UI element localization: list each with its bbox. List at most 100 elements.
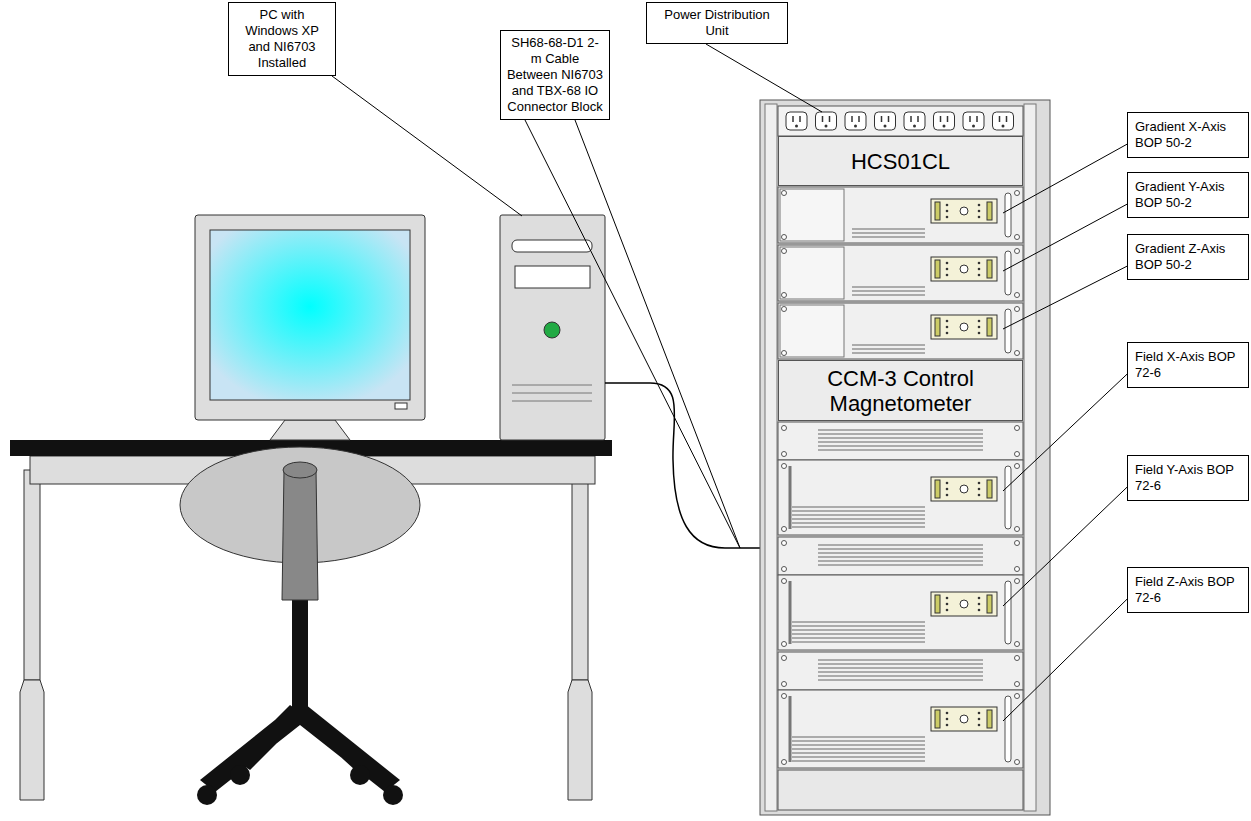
callout-box: Field Z-Axis BOP 72-6 [1127, 567, 1249, 613]
tower-groove [512, 401, 592, 402]
label-text: Gradient X-Axis BOP 50-2 [1135, 119, 1241, 151]
outlet-slot [910, 116, 912, 122]
vent-line [792, 622, 925, 623]
outlet-slot [888, 116, 890, 122]
screw [782, 541, 787, 546]
vent-line [818, 434, 983, 435]
outlet [993, 112, 1014, 130]
knob [960, 485, 968, 493]
label-text: Power Distribution Unit [652, 7, 782, 39]
screw [1015, 760, 1020, 765]
vent-line [852, 237, 925, 238]
vent-line [792, 757, 925, 758]
indicator [946, 320, 949, 323]
vent-line [818, 680, 983, 681]
meter [935, 260, 940, 278]
vent-line [818, 549, 983, 550]
outlet-ground [825, 125, 828, 128]
indicator [978, 482, 981, 485]
meter [935, 202, 940, 220]
indicator [946, 712, 949, 715]
vent-line [852, 295, 925, 296]
screw [1015, 656, 1020, 661]
vent-line [852, 353, 925, 354]
callout-box: Gradient Y-Axis BOP 50-2 [1127, 172, 1249, 218]
callout-box: Field Y-Axis BOP 72-6 [1127, 455, 1249, 501]
screw [782, 656, 787, 661]
rack-panel: CCM-3 Control Magnetometer [778, 360, 1023, 421]
chair-wheel [383, 785, 403, 805]
vent-line [792, 511, 925, 512]
indicator [946, 494, 949, 497]
label-text: PC with Windows XP and NI6703 Installed [234, 7, 330, 71]
label-text: CCM-3 Control Magnetometer [785, 366, 1016, 416]
indicator [946, 210, 949, 213]
leader-line [1003, 487, 1127, 606]
screw [782, 464, 787, 469]
screw [782, 191, 787, 196]
label-text: Field X-Axis BOP 72-6 [1135, 349, 1241, 381]
indicator [946, 262, 949, 265]
indicator [946, 326, 949, 329]
outlet-ground [1002, 125, 1005, 128]
rack-frame [760, 100, 1050, 815]
monitor-case [195, 215, 425, 420]
outlet [816, 112, 837, 130]
callout-box: Power Distribution Unit [646, 2, 788, 44]
callout-box: SH68-68-D1 2-m Cable Between NI6703 and … [500, 30, 610, 120]
handle [789, 466, 792, 529]
desk-foot [20, 680, 44, 800]
indicator [946, 216, 949, 219]
outlet-slot [947, 116, 949, 122]
indicator [978, 609, 981, 612]
blank-panel [780, 189, 844, 241]
screw [1015, 567, 1020, 572]
desk-foot [568, 680, 592, 800]
bop-unit [778, 575, 1023, 650]
meter [987, 260, 992, 278]
outlet-slot [999, 116, 1001, 122]
vent-line [792, 527, 925, 528]
indicator [978, 326, 981, 329]
bottom-panel [778, 770, 1023, 810]
label-text: Gradient Z-Axis BOP 50-2 [1135, 241, 1241, 273]
rack-rail [765, 104, 777, 811]
outlet [786, 112, 807, 130]
vent-line [792, 507, 925, 508]
handle [1005, 251, 1011, 295]
monitor-stand [270, 420, 350, 440]
pdu-strip [778, 106, 1023, 136]
vent-line [818, 446, 983, 447]
indicator [978, 320, 981, 323]
vent-line [852, 291, 925, 292]
outlet-ground [884, 125, 887, 128]
leader-line [1003, 266, 1127, 329]
handle [789, 581, 792, 644]
screw [1015, 452, 1020, 457]
outlet-slot [1006, 116, 1008, 122]
outlet [963, 112, 984, 130]
vent-panel [778, 537, 1023, 575]
front-panel [931, 199, 997, 223]
vent-line [792, 753, 925, 754]
bop-unit [778, 460, 1023, 535]
knob [960, 600, 968, 608]
indicator [978, 262, 981, 265]
vent-line [818, 438, 983, 439]
handle [789, 696, 792, 762]
cd-drive [512, 240, 592, 252]
monitor-screen [210, 230, 410, 400]
vent-line [852, 287, 925, 288]
outlet-slot [829, 116, 831, 122]
vent-line [792, 745, 925, 746]
vent-line [818, 672, 983, 673]
vent-line [792, 523, 925, 524]
meter [935, 480, 940, 498]
outlet-ground [795, 125, 798, 128]
screw [782, 235, 787, 240]
vent-line [818, 430, 983, 431]
screw [1015, 579, 1020, 584]
front-panel [931, 707, 997, 731]
vent-line [818, 561, 983, 562]
meter [987, 202, 992, 220]
